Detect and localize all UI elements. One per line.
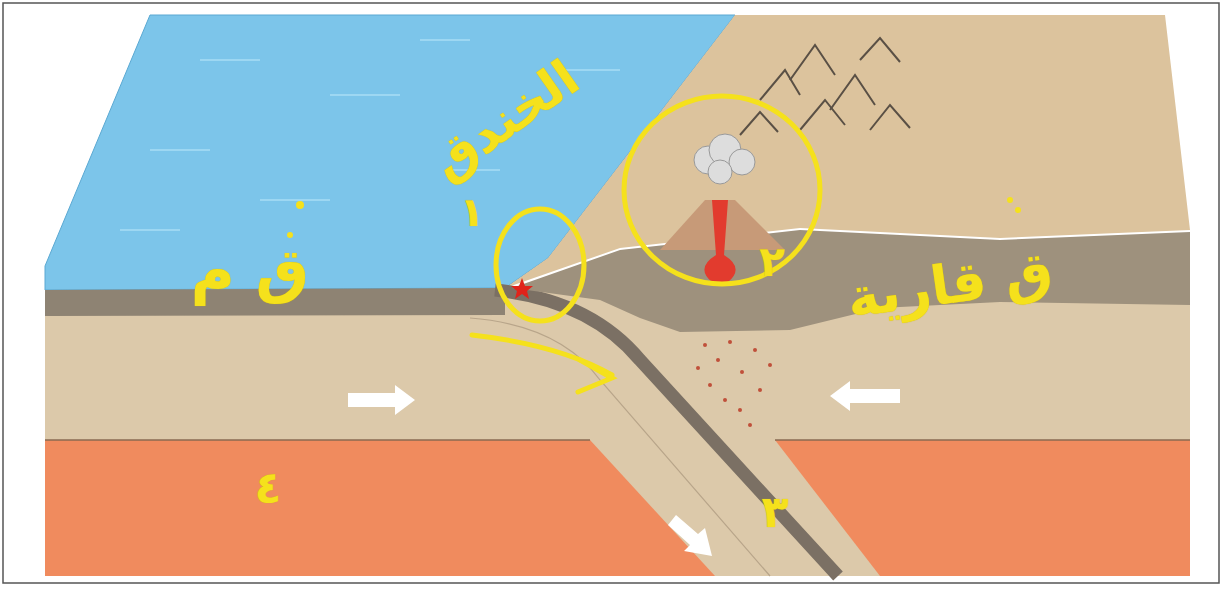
- asthenosphere-right: [775, 440, 1190, 576]
- continental-crust: [512, 230, 1190, 332]
- boundary-line: [45, 439, 590, 441]
- annotation-label: ق م: [191, 240, 310, 300]
- asthenosphere-left: [45, 440, 715, 576]
- subducting-slab: [495, 290, 838, 576]
- annotation-label: ٤: [255, 466, 282, 510]
- hand-dots: [287, 197, 1021, 238]
- lithosphere: [45, 288, 1190, 576]
- motion-arrows: [348, 381, 900, 556]
- hand-annotations: [472, 96, 820, 392]
- mountains: [740, 38, 910, 135]
- melt-dots: [696, 340, 772, 427]
- annotation-label: ٣: [762, 490, 789, 534]
- frame: [3, 3, 1219, 583]
- ash-cloud: [694, 134, 755, 184]
- slab-base: [470, 318, 770, 576]
- boundary-line: [775, 439, 1190, 441]
- annotation-label: ٢: [759, 241, 785, 283]
- earthquake-star: [511, 278, 533, 299]
- annotation-label: ١: [460, 192, 484, 232]
- water-ripples: [120, 40, 620, 230]
- magma: [704, 200, 735, 282]
